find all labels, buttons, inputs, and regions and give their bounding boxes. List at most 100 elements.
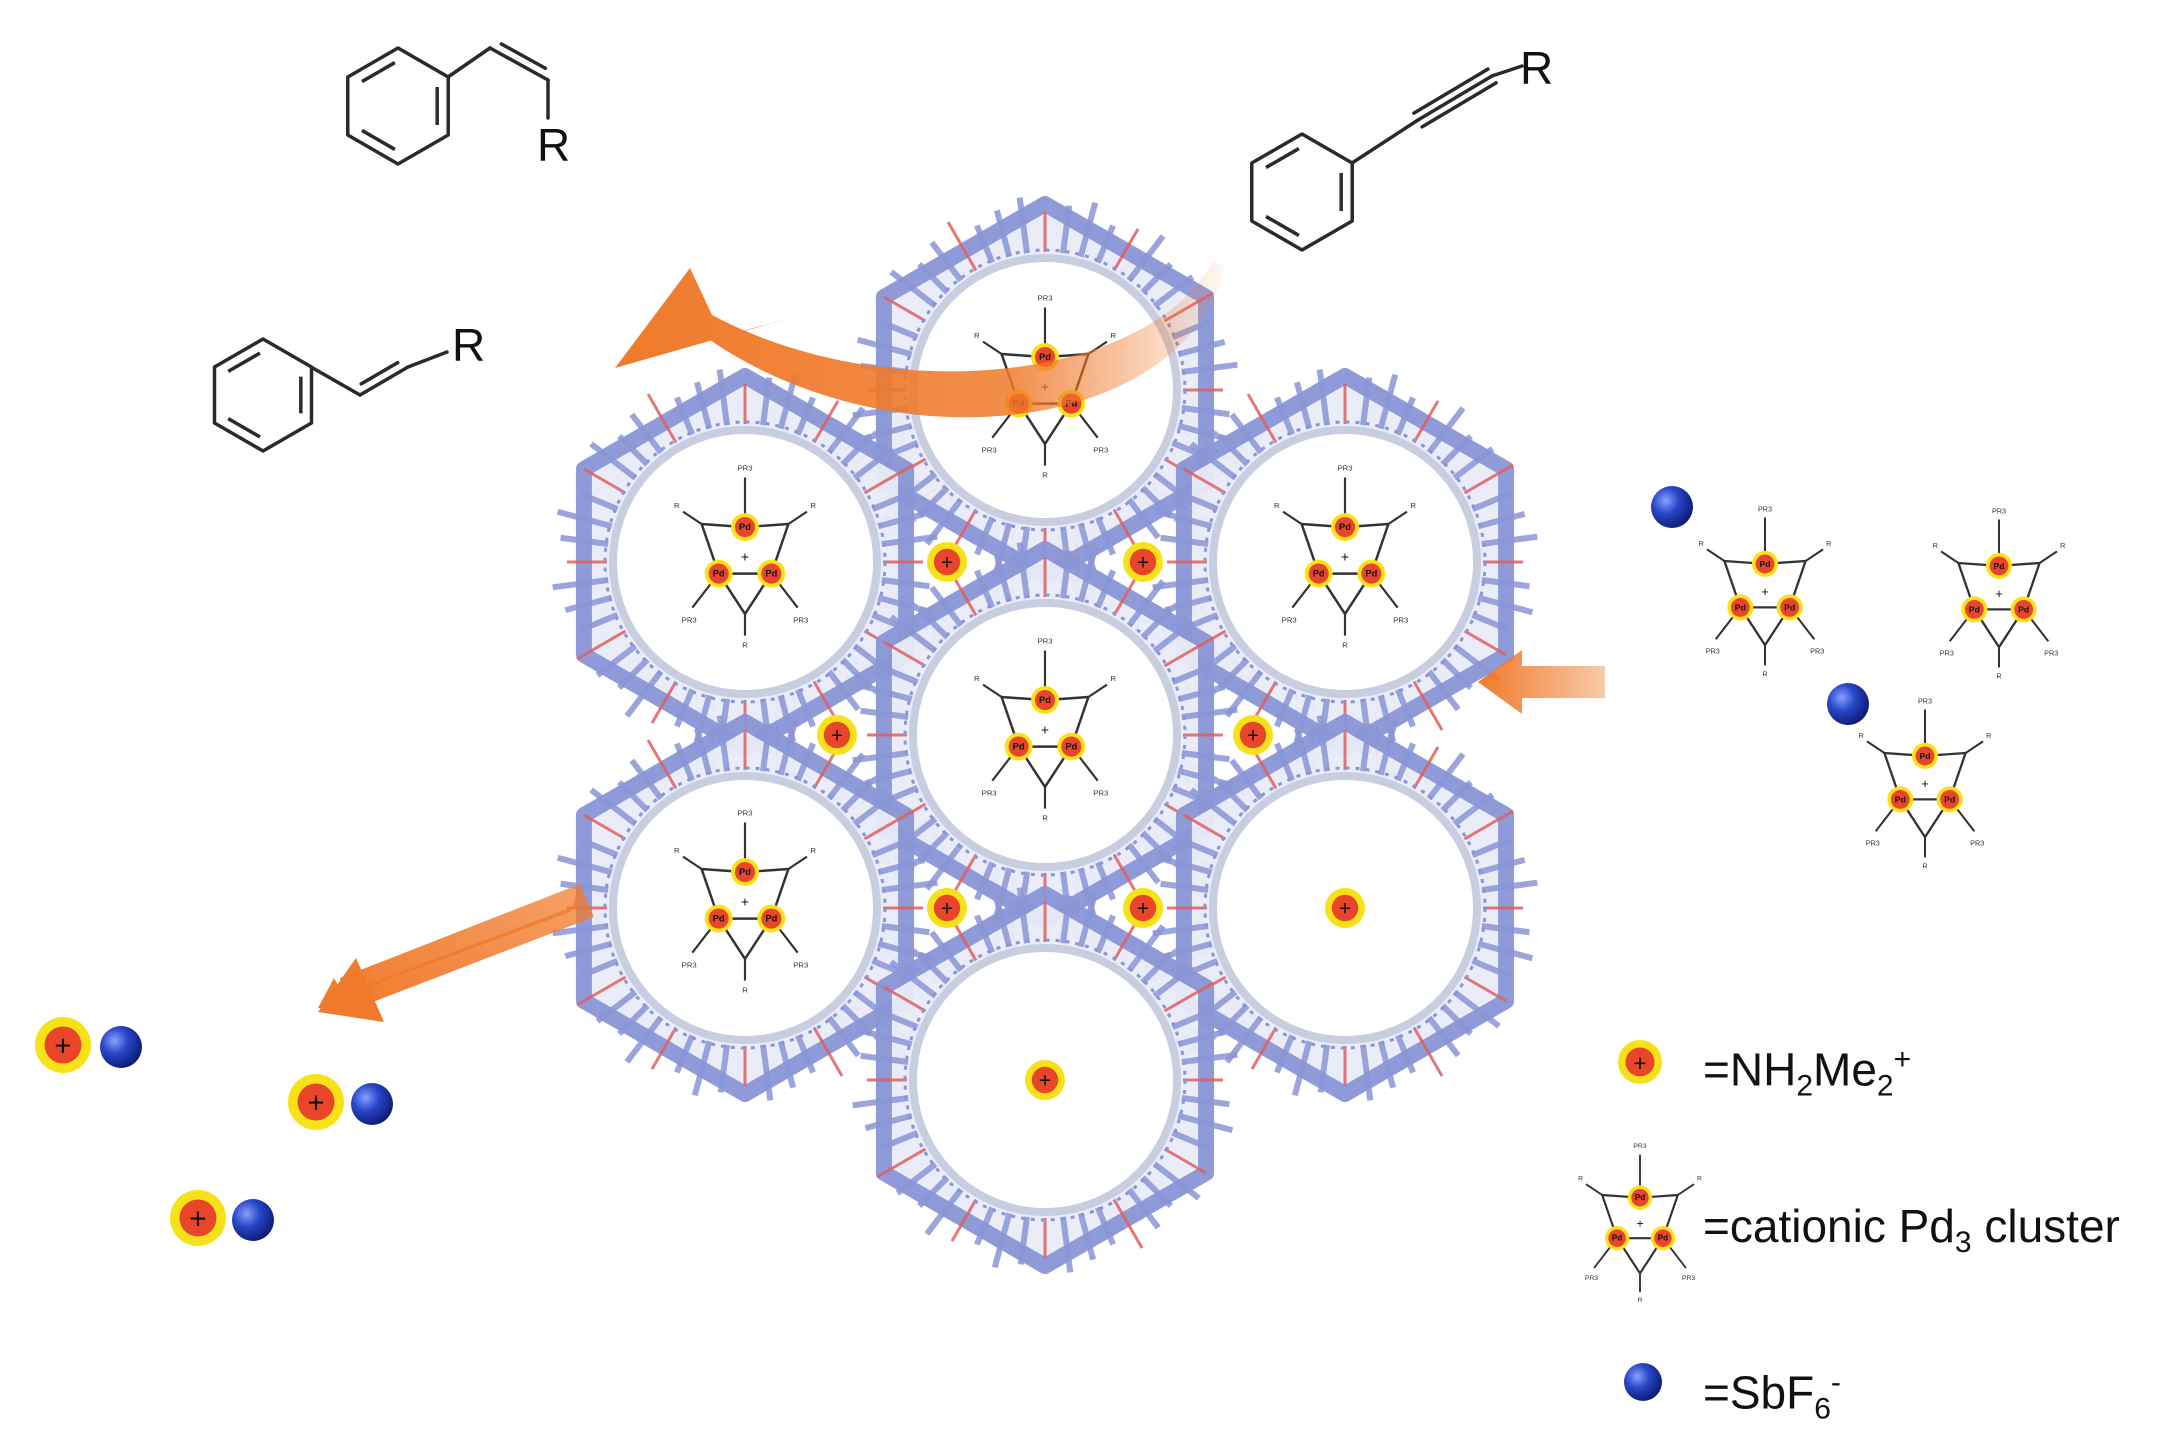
cage-spike [617, 434, 650, 467]
cage-spike [879, 1009, 919, 1030]
cage-spike [1171, 1130, 1211, 1151]
cage-spike [1426, 752, 1466, 801]
pd-atom-label: Pd [1919, 751, 1930, 761]
cage-spike [889, 269, 938, 309]
cage-spike [1246, 393, 1278, 444]
cage-spike [1477, 940, 1534, 962]
pd-atom [1654, 1229, 1672, 1247]
cation-core [297, 1083, 335, 1121]
sbf6-anion [232, 1199, 274, 1241]
pd-atom-label: Pd [1735, 602, 1746, 612]
cage-spike [864, 422, 913, 442]
cage-spike [950, 1198, 978, 1242]
pd-atom-label: Pd [1969, 604, 1980, 614]
cluster-charge: + [1761, 584, 1769, 599]
cage-spike [1140, 1175, 1173, 1208]
pd-atom [708, 563, 729, 584]
cage-spike [1181, 706, 1238, 720]
pd-atom [761, 908, 782, 929]
cage-spike [1060, 895, 1073, 944]
cage-spike [1395, 1034, 1416, 1074]
cage-spike [1152, 964, 1195, 999]
ligand-label: R [1274, 501, 1280, 510]
cage-spike [1183, 813, 1227, 841]
cage-spike [1274, 742, 1295, 782]
sbf6-anion [351, 1083, 393, 1125]
cage-spike [1077, 891, 1099, 948]
cage-spike [1463, 975, 1507, 1003]
cage-spike [1126, 579, 1166, 628]
cage-spike [717, 1044, 730, 1093]
ligand-bond [1965, 740, 1984, 754]
cage-spike [974, 861, 995, 901]
trans-alkene-r-label: R [452, 319, 486, 371]
cage-spike [1426, 1015, 1461, 1058]
ligand-bond [1866, 740, 1885, 754]
legend-sbf6-label: =SbF6- [1703, 1366, 1841, 1426]
cage-spike [1477, 594, 1534, 616]
cage-spike [864, 1112, 913, 1132]
cage-spike [974, 569, 995, 609]
pd-atom [1915, 746, 1935, 766]
pd-atom-label: Pd [1944, 794, 1955, 804]
triple-bond [1412, 67, 1490, 115]
cage-spike [1481, 923, 1530, 936]
cage-spike [560, 534, 609, 547]
cage-spike [917, 830, 950, 863]
alkyne-r-label: R [1520, 42, 1554, 94]
cage-spike [860, 707, 909, 720]
pd-atom-label: Pd [713, 914, 725, 924]
cage-spike [1126, 1187, 1161, 1230]
cage-spike [1164, 594, 1213, 614]
ligand-bond [682, 855, 703, 870]
cage-spike [1471, 491, 1511, 512]
ligand-label: PR3 [1093, 789, 1108, 798]
cage-spike [1412, 1026, 1444, 1077]
cage-spike [1395, 688, 1416, 728]
ligand-label: R [974, 331, 980, 340]
cage-spike [1152, 274, 1195, 309]
cage-spike [883, 295, 927, 323]
cation-core [1031, 1066, 1059, 1094]
ligand-label: PR3 [737, 464, 752, 473]
aromatic-bond [227, 417, 261, 439]
pd-atom [2014, 599, 2034, 619]
pd-atom [1730, 597, 1750, 617]
cage-spike [760, 723, 773, 772]
cage-spike [871, 491, 911, 512]
cage-spike [1377, 1040, 1397, 1089]
nh2me2-cation: + [170, 1190, 226, 1246]
cage-spike [1440, 1003, 1473, 1036]
alkyne-bond [1490, 64, 1524, 78]
cage-spike [950, 853, 978, 897]
legend-nh2me2-label: =NH2Me2+ [1703, 1043, 1912, 1103]
cage-spike [1112, 228, 1140, 272]
cage-spike [1471, 958, 1511, 979]
cage-spike [617, 1003, 650, 1036]
pd-atom [734, 862, 756, 883]
cage-spike [1095, 1206, 1116, 1246]
cage-spike [826, 752, 866, 801]
cage-spike [1229, 758, 1264, 801]
cage-spike [1160, 534, 1209, 547]
cage-spike [863, 809, 914, 841]
ligand-label: PR3 [1393, 616, 1408, 625]
ligand-label: R [1110, 674, 1116, 683]
cage-spike [1471, 612, 1511, 633]
ligand-label: PR3 [2044, 648, 2058, 657]
ligand-label: R [1638, 1297, 1643, 1304]
cage-spike [946, 221, 978, 272]
cage-spike [595, 989, 638, 1024]
cage-spike [579, 958, 619, 979]
cage-spike [1463, 809, 1514, 841]
ligand-label: PR3 [793, 616, 808, 625]
cage-spike [924, 1187, 964, 1236]
ligand-label: R [1110, 331, 1116, 340]
cage-spike [1477, 510, 1526, 530]
cage-spike [552, 577, 609, 591]
cage-spike [556, 508, 613, 530]
cage-pore-rim [903, 248, 1187, 532]
cage-spike [1126, 497, 1161, 540]
